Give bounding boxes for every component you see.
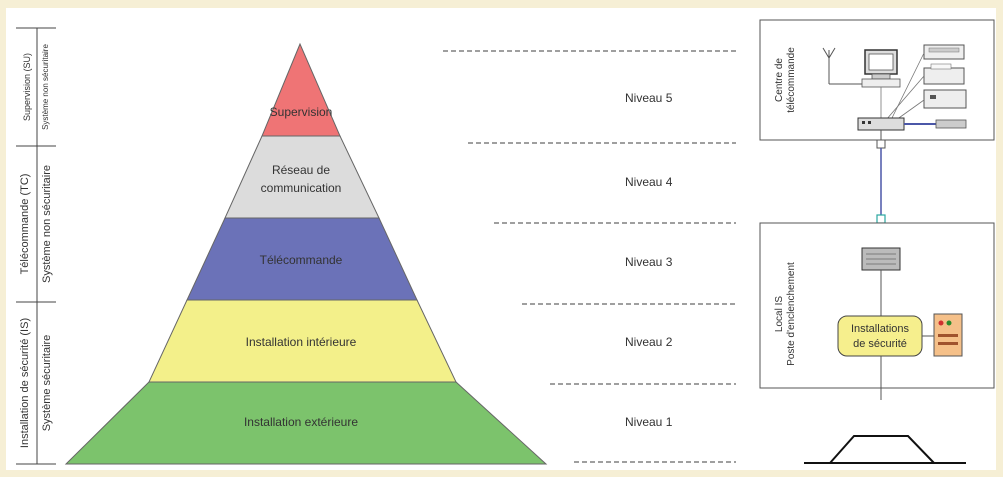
device-cables	[880, 52, 925, 121]
local-label-2: Poste d'enclenchement	[786, 262, 797, 366]
layer-label-installation-interieure: Installation intérieure	[246, 335, 357, 349]
side-label-su-inner: Système non sécuritaire	[41, 44, 50, 130]
signal-cabinet-icon	[933, 313, 963, 357]
side-label-is-inner: Système sécuritaire	[41, 335, 53, 432]
level-label-3: Niveau 3	[625, 255, 673, 269]
diagram-canvas: Supervision (SU) Système non sécuritaire…	[6, 8, 996, 470]
layer-label-supervision: Supervision	[270, 105, 333, 119]
centre-label-2: télécommande	[786, 47, 797, 113]
side-brackets	[16, 27, 56, 465]
centre-label-1: Centre de	[774, 58, 785, 102]
side-label-su-outer: Supervision (SU)	[22, 53, 32, 121]
installations-label-1: Installations	[851, 323, 910, 335]
side-label-tc-outer: Télécommande (TC)	[19, 174, 31, 275]
track-icon	[804, 435, 966, 464]
layer-label-reseau-1: Réseau de	[272, 163, 330, 177]
layer-label-telecommande: Télécommande	[260, 253, 343, 267]
architecture-diagram: Supervision (SU) Système non sécuritaire…	[16, 19, 995, 465]
layer-label-installation-exterieure: Installation extérieure	[244, 415, 358, 429]
fax-icon	[923, 63, 965, 85]
pyramid-layer-installation-exterieure	[64, 381, 548, 465]
installations-securite-box	[837, 315, 923, 357]
layer-label-reseau-2: communication	[261, 181, 342, 195]
pyramid-layer-supervision	[261, 42, 341, 137]
pyramid-layer-reseau	[224, 135, 380, 219]
level-label-4: Niveau 4	[625, 175, 673, 189]
level-separators	[443, 50, 736, 463]
network-hub-icon	[857, 117, 905, 131]
side-label-tc-inner: Système non sécuritaire	[41, 165, 53, 283]
side-label-is-outer: Installation de sécurité (IS)	[19, 318, 31, 448]
level-label-5: Niveau 5	[625, 91, 673, 105]
computer-icon	[861, 49, 901, 88]
vertical-links	[876, 130, 886, 238]
level-label-2: Niveau 2	[625, 335, 673, 349]
local-label-1: Local IS	[774, 296, 785, 332]
interface-unit-icon	[861, 247, 901, 271]
modem-small-icon	[935, 119, 967, 129]
installations-label-2: de sécurité	[853, 338, 907, 350]
printer-icon	[923, 44, 965, 60]
level-label-1: Niveau 1	[625, 415, 673, 429]
modem-icon	[923, 89, 967, 109]
